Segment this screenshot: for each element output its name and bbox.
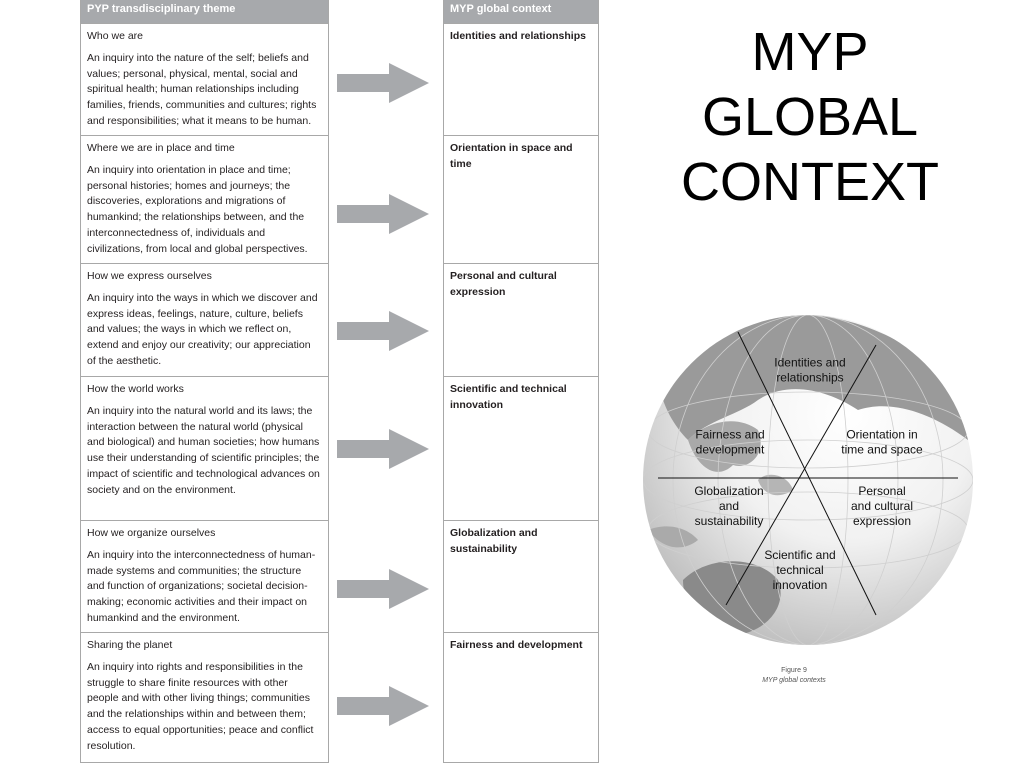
globe-context-label: and cultural (851, 499, 913, 513)
pyp-theme-title: Sharing the planet (87, 639, 173, 651)
figure-title: MYP global contexts (762, 677, 826, 684)
pyp-theme-description: An inquiry into the ways in which we dis… (87, 291, 318, 367)
globe-context-label: innovation (773, 578, 828, 592)
pyp-theme-title: Where we are in place and time (87, 142, 235, 154)
figure-number: Figure 9 (781, 667, 807, 674)
pyp-theme-description: An inquiry into orientation in place and… (87, 163, 308, 255)
pyp-theme-title: How the world works (87, 383, 184, 395)
globe-context-label: expression (853, 514, 911, 528)
pyp-theme-cell: Who we are An inquiry into the nature of … (81, 23, 328, 135)
pyp-theme-description: An inquiry into the interconnectedness o… (87, 548, 316, 624)
myp-context-title: Fairness and development (450, 639, 583, 651)
myp-context-cell: Fairness and development (444, 632, 598, 763)
globe-context-label: technical (776, 563, 823, 577)
arrow-right-icon (337, 311, 429, 351)
pyp-theme-description: An inquiry into rights and responsibilit… (87, 660, 314, 752)
globe-context-label: sustainability (695, 514, 764, 528)
arrow-right-icon (337, 569, 429, 609)
arrow-right-icon (337, 429, 429, 469)
globe-context-label: time and space (841, 443, 923, 457)
myp-context-title: Identities and relationships (450, 30, 586, 42)
globe-context-label: Globalization (694, 484, 763, 498)
arrow-right-icon (337, 63, 429, 103)
asia-landmass (658, 315, 968, 440)
pyp-theme-cell: How the world works An inquiry into the n… (81, 376, 328, 520)
arrow-right-icon (337, 194, 429, 234)
pyp-theme-cell: How we organize ourselves An inquiry into… (81, 520, 328, 632)
pyp-theme-title: How we organize ourselves (87, 527, 216, 539)
pyp-theme-description: An inquiry into the nature of the self; … (87, 51, 317, 127)
myp-context-cell: Identities and relationships (444, 23, 598, 135)
figure-caption: Figure 9 MYP global contexts (740, 666, 848, 686)
globe-context-label: Orientation in (846, 428, 917, 442)
globe-context-label: and (719, 499, 739, 513)
myp-context-title: Scientific and technical innovation (450, 383, 567, 411)
myp-context-cell: Globalization and sustainability (444, 520, 598, 632)
arrow-right-icon (337, 686, 429, 726)
indonesia-landmass (758, 474, 793, 496)
myp-context-title: Personal and cultural expression (450, 270, 557, 298)
globe-context-label: Personal (858, 484, 905, 498)
pyp-theme-title: How we express ourselves (87, 270, 212, 282)
globe-context-label: Scientific and (764, 548, 835, 562)
myp-context-cell: Orientation in space and time (444, 135, 598, 263)
myp-context-title: Orientation in space and time (450, 142, 573, 170)
globe-context-label: relationships (776, 371, 843, 385)
myp-context-cell: Personal and cultural expression (444, 263, 598, 376)
myp-header: MYP global context (444, 0, 598, 23)
pyp-header: PYP transdisciplinary theme (81, 0, 328, 23)
globe-dividers (658, 331, 958, 616)
pyp-theme-title: Who we are (87, 30, 144, 42)
myp-context-cell: Scientific and technical innovation (444, 376, 598, 520)
myp-context-table: MYP global context Identities and relati… (443, 0, 599, 763)
pyp-theme-description: An inquiry into the natural world and it… (87, 404, 320, 496)
pyp-theme-cell: Where we are in place and time An inquiry… (81, 135, 328, 263)
pyp-theme-cell: How we express ourselves An inquiry into … (81, 263, 328, 376)
myp-context-title: Globalization and sustainability (450, 527, 538, 555)
globe-context-label: Identities and (774, 356, 845, 370)
pyp-theme-cell: Sharing the planet An inquiry into rights… (81, 632, 328, 763)
page-title: MYP GLOBAL CONTEXT (680, 22, 939, 212)
globe-context-label: Fairness and (695, 428, 764, 442)
globe-context-label: development (696, 443, 765, 457)
island-landmass (648, 526, 698, 548)
